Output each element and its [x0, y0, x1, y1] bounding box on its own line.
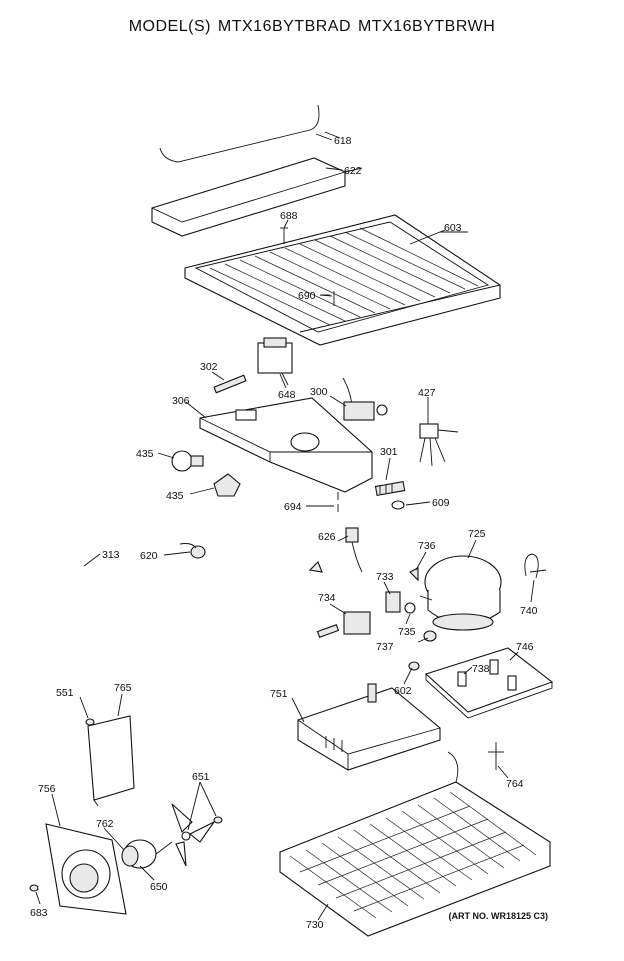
label-620: 620 — [140, 550, 158, 562]
label-301: 301 — [380, 446, 398, 458]
part-648-thermostat — [257, 337, 293, 386]
part-620-clip — [179, 543, 206, 559]
label-622: 622 — [344, 165, 362, 177]
diagram-title: MODEL(S) MTX16BYTBRAD MTX16BYTBRWH — [128, 18, 496, 35]
label-435b: 435 — [166, 490, 184, 502]
part-688-screw — [280, 227, 288, 244]
label-302: 302 — [200, 361, 218, 373]
label-756: 756 — [38, 783, 56, 795]
label-650: 650 — [150, 881, 168, 893]
label-603: 603 — [444, 222, 462, 234]
label-735: 735 — [398, 626, 416, 638]
part-651-fan-blade — [171, 803, 223, 867]
label-734: 734 — [318, 592, 336, 604]
label-435a: 435 — [136, 448, 154, 460]
label-690: 690 — [298, 290, 316, 302]
label-730: 730 — [306, 919, 324, 931]
label-609: 609 — [432, 497, 450, 509]
part-736-clip — [409, 567, 419, 582]
part-756-fan-shroud — [45, 823, 127, 915]
label-736: 736 — [418, 540, 436, 552]
part-602-clip — [408, 661, 420, 671]
part-733-relay — [385, 591, 416, 614]
part-622-cover — [151, 157, 363, 237]
part-301-heater — [374, 480, 406, 496]
label-694: 694 — [284, 501, 302, 513]
part-683-screw — [29, 884, 39, 892]
label-737: 737 — [376, 641, 394, 653]
label-651: 651 — [192, 771, 210, 783]
label-751: 751 — [270, 688, 288, 700]
part-306-housing — [199, 397, 373, 500]
part-740-clamp — [524, 553, 547, 579]
label-427: 427 — [418, 387, 436, 399]
part-609-grommet — [391, 500, 405, 510]
label-738: 738 — [472, 663, 490, 675]
part-737-grommet — [423, 630, 437, 642]
label-746: 746 — [516, 641, 534, 653]
part-labels: 618 622 688 603 690 302 648 300 427 306 … — [30, 135, 538, 931]
label-618: 618 — [334, 135, 352, 147]
label-551: 551 — [56, 687, 74, 699]
label-762: 762 — [96, 818, 114, 830]
label-306: 306 — [172, 395, 190, 407]
part-751-drain-pan — [297, 683, 441, 771]
part-765-panel — [87, 715, 135, 807]
part-618-rod — [159, 104, 341, 163]
part-427-connector — [419, 423, 459, 467]
label-648: 648 — [278, 389, 296, 401]
part-551-screw — [85, 718, 95, 726]
label-733: 733 — [376, 571, 394, 583]
label-313: 313 — [102, 549, 120, 561]
part-435-socket — [213, 473, 241, 497]
label-688: 688 — [280, 210, 298, 222]
part-730-condenser — [279, 751, 551, 937]
label-725: 725 — [468, 528, 486, 540]
part-725-compressor — [419, 555, 502, 631]
part-603-tray — [184, 214, 501, 346]
part-764-bracket — [488, 742, 504, 770]
art-number: (ART NO. WR18125 C3) — [448, 911, 548, 921]
part-746-base-plate — [424, 647, 554, 719]
part-650-motor — [121, 839, 173, 869]
part-734-overload — [316, 611, 371, 638]
leader-lines — [35, 133, 535, 921]
label-683: 683 — [30, 907, 48, 919]
part-435-bulb — [171, 450, 204, 472]
label-602: 602 — [394, 685, 412, 697]
part-302-rod — [213, 374, 247, 394]
label-626: 626 — [318, 531, 336, 543]
part-300-switch — [342, 377, 388, 421]
label-764: 764 — [506, 778, 524, 790]
label-740: 740 — [520, 605, 538, 617]
label-765: 765 — [114, 682, 132, 694]
part-313-drain-tube — [76, 512, 119, 622]
label-300: 300 — [310, 386, 328, 398]
part-626-cord — [308, 527, 363, 573]
